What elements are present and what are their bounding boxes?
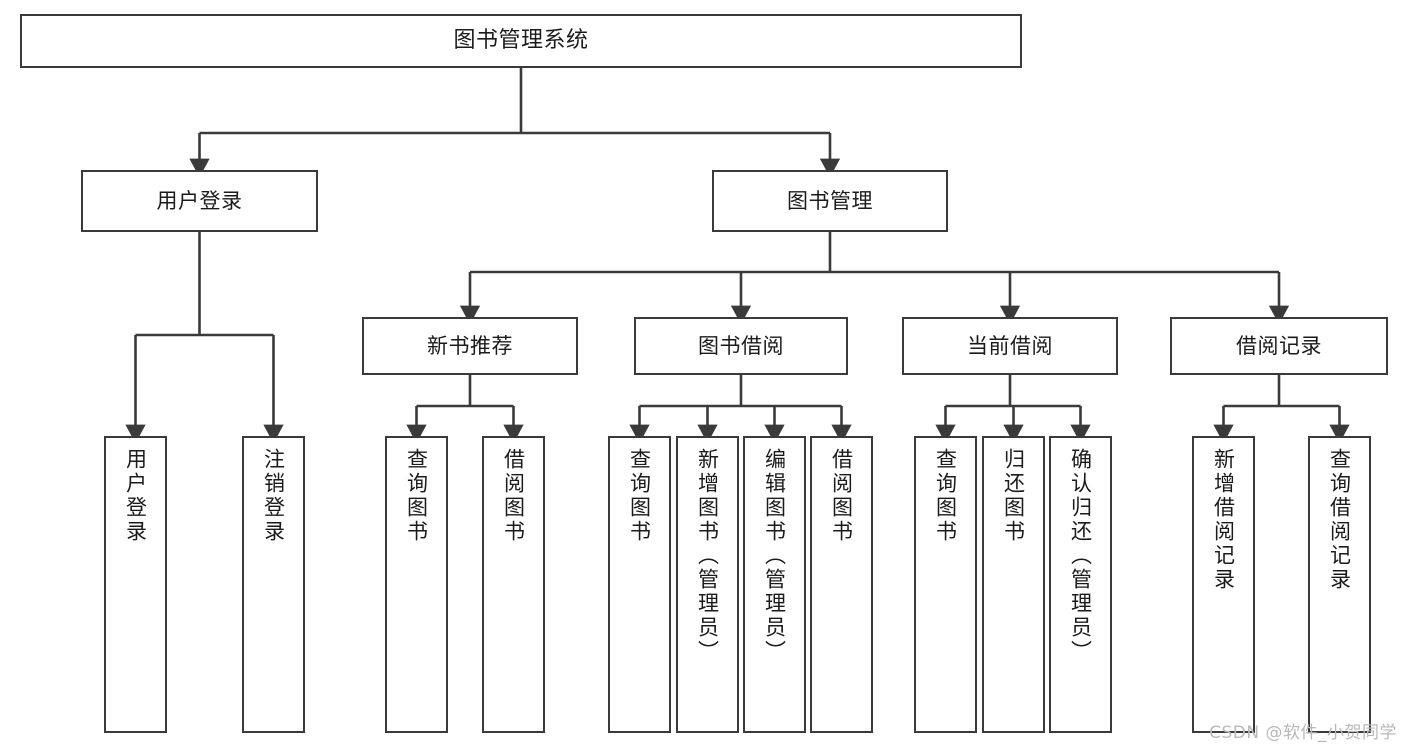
- node-leaf-add-record[interactable]: 新增借阅记录: [1192, 436, 1255, 733]
- node-label: 确认归还（管理员）: [1068, 448, 1093, 664]
- node-leaf-query-book-a[interactable]: 查询图书: [385, 436, 448, 733]
- node-leaf-query-book-b[interactable]: 查询图书: [608, 436, 671, 733]
- node-label: 归还图书: [1001, 448, 1026, 544]
- node-label: 查询图书: [404, 448, 429, 544]
- node-leaf-query-record[interactable]: 查询借阅记录: [1308, 436, 1371, 733]
- node-label: 注销登录: [261, 448, 286, 544]
- node-label: 借阅图书: [829, 448, 854, 544]
- node-label: 用户登录: [123, 448, 148, 544]
- node-book-borrow[interactable]: 图书借阅: [634, 317, 848, 375]
- node-leaf-borrow-book-a[interactable]: 借阅图书: [482, 436, 545, 733]
- csdn-watermark: CSDN @软件_小贺同学: [1209, 723, 1397, 743]
- node-label: 查询借阅记录: [1327, 448, 1352, 592]
- node-label: 当前借阅: [967, 333, 1053, 358]
- node-new-book-rec[interactable]: 新书推荐: [362, 317, 578, 375]
- node-label: 图书管理系统: [453, 28, 589, 54]
- node-leaf-user-login[interactable]: 用户登录: [104, 436, 167, 733]
- node-label: 新书推荐: [427, 333, 513, 358]
- node-root[interactable]: 图书管理系统: [20, 14, 1022, 68]
- node-label: 查询图书: [933, 448, 958, 544]
- node-book-manage[interactable]: 图书管理: [712, 170, 948, 232]
- node-leaf-query-book-c[interactable]: 查询图书: [914, 436, 977, 733]
- node-leaf-return-book[interactable]: 归还图书: [982, 436, 1045, 733]
- node-label: 编辑图书（管理员）: [762, 448, 787, 664]
- node-label: 新增借阅记录: [1211, 448, 1236, 592]
- node-label: 借阅图书: [501, 448, 526, 544]
- node-leaf-user-logout[interactable]: 注销登录: [242, 436, 305, 733]
- node-label: 图书管理: [787, 188, 873, 213]
- node-label: 新增图书（管理员）: [695, 448, 720, 664]
- node-leaf-edit-book[interactable]: 编辑图书（管理员）: [743, 436, 806, 733]
- node-label: 用户登录: [156, 188, 243, 213]
- node-user-login[interactable]: 用户登录: [81, 170, 318, 232]
- node-label: 图书借阅: [698, 333, 784, 358]
- node-borrow-record[interactable]: 借阅记录: [1170, 317, 1388, 375]
- node-current-borrow[interactable]: 当前借阅: [902, 317, 1118, 375]
- node-label: 借阅记录: [1236, 333, 1322, 358]
- node-label: 查询图书: [627, 448, 652, 544]
- node-leaf-borrow-book-b[interactable]: 借阅图书: [810, 436, 873, 733]
- node-leaf-confirm-return[interactable]: 确认归还（管理员）: [1049, 436, 1112, 733]
- node-leaf-add-book[interactable]: 新增图书（管理员）: [676, 436, 739, 733]
